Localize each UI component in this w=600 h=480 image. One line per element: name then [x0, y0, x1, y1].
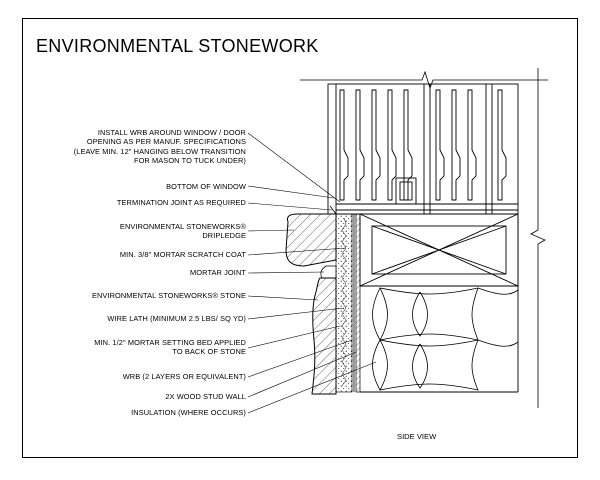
- stud-wall-framing: [359, 213, 519, 393]
- callout-wire-lath: WIRE LATH (MINIMUM 2.5 LBS/ SQ YD): [107, 314, 246, 323]
- callout-line: DRIPLEDGE: [202, 231, 246, 241]
- callout-wrb-layers: WRB (2 LAYERS OR EQUIVALENT): [123, 372, 246, 381]
- break-line-top: [300, 70, 548, 90]
- callout-line: WRB (2 LAYERS OR EQUIVALENT): [122, 372, 246, 381]
- sheathing-layers: [351, 213, 361, 393]
- termination-flashing: [329, 205, 356, 215]
- callout-line: INSTALL WRB AROUND WINDOW / DOOR: [97, 128, 246, 137]
- callout-line: (LEAVE MIN. 12" HANGING BELOW TRANSITION: [73, 146, 246, 156]
- callout-wrb-window: INSTALL WRB AROUND WINDOW / DOOR OPENING…: [74, 128, 246, 166]
- callout-line: MIN. 1/2" MORTAR SETTING BED APPLIED: [94, 338, 246, 347]
- callout-stone: ENVIRONMENTAL STONEWORKS® STONE: [92, 291, 246, 300]
- dripledge-stone: [285, 213, 337, 267]
- callout-scratch-coat: MIN. 3/8" MORTAR SCRATCH COAT: [120, 250, 246, 259]
- callout-line: ENVIRONMENTAL STONEWORKS®: [119, 222, 246, 231]
- callout-insulation: INSULATION (WHERE OCCURS): [131, 408, 246, 417]
- callout-stud-wall: 2X WOOD STUD WALL: [165, 392, 246, 401]
- callout-line: TO BACK OF STONE: [172, 347, 246, 357]
- callout-dripledge: ENVIRONMENTAL STONEWORKS® DRIPLEDGE: [120, 222, 246, 241]
- callout-termination-joint: TERMINATION JOINT AS REQUIRED: [117, 198, 246, 207]
- callout-line: FOR MASON TO TUCK UNDER): [133, 156, 246, 166]
- callout-line: TERMINATION JOINT AS REQUIRED: [116, 198, 246, 207]
- view-label: SIDE VIEW: [397, 432, 437, 441]
- callout-line: OPENING AS PER MANUF. SPECIFICATIONS: [86, 137, 246, 147]
- drawing-border: [22, 18, 578, 458]
- callout-line: BOTTOM OF WINDOW: [166, 182, 246, 191]
- wire-lath: [341, 217, 347, 387]
- callout-line: MIN. 3/8" MORTAR SCRATCH COAT: [119, 250, 246, 259]
- drawing-title: ENVIRONMENTAL STONEWORK: [36, 36, 319, 56]
- callout-line: INSULATION (WHERE OCCURS): [131, 408, 246, 417]
- window-frame: [327, 83, 519, 215]
- callout-line: 2X WOOD STUD WALL: [165, 392, 246, 401]
- callout-line: MORTAR JOINT: [190, 268, 246, 277]
- callout-mortar-joint: MORTAR JOINT: [190, 268, 246, 277]
- callout-line: ENVIRONMENTAL STONEWORKS® STONE: [91, 291, 246, 300]
- veneer-stone: [311, 277, 337, 395]
- callout-setting-bed: MIN. 1/2" MORTAR SETTING BED APPLIED TO …: [94, 338, 246, 357]
- break-line-right: [530, 68, 546, 408]
- callout-bottom-window: BOTTOM OF WINDOW: [166, 182, 246, 191]
- callout-line: WIRE LATH (MINIMUM 2.5 LBS/ SQ YD): [107, 314, 246, 323]
- leader-lines: [247, 132, 377, 414]
- insulation-batt: [372, 287, 519, 391]
